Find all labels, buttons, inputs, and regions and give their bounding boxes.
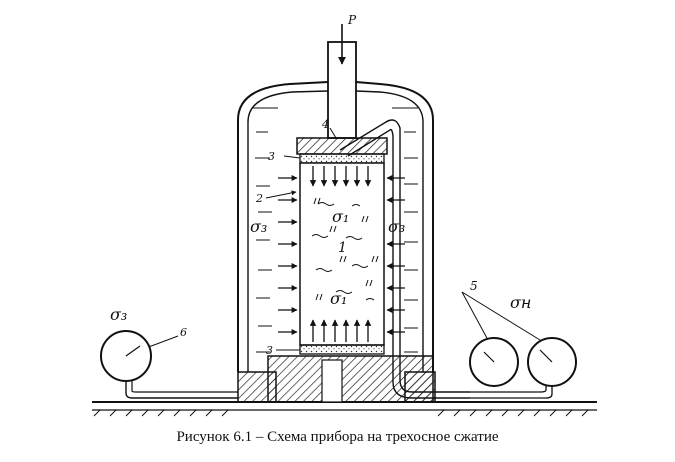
gauge-6-label: 6 [180, 326, 187, 339]
base-plate [92, 401, 597, 417]
porous-stone-bottom [299, 344, 385, 355]
sample-label: 1 [338, 240, 347, 256]
porous-stone-top-label: 3 [268, 150, 275, 163]
chamber-fluid [252, 107, 418, 353]
sigma3-left-label: σ₃ [250, 217, 267, 236]
gauge-piping-right [470, 386, 553, 399]
pressure-gauge-right-2 [527, 337, 577, 387]
pressure-gauge-right-1 [469, 337, 519, 387]
soil-sample [299, 162, 385, 346]
porous-stone-top [299, 153, 385, 164]
force-label: P [347, 13, 357, 27]
sigma1-bottom-label: σ₁ [330, 289, 347, 308]
pressure-chamber [237, 81, 434, 372]
sigma1-top-label: σ₁ [332, 207, 349, 226]
sigma3-arrows-left [278, 175, 298, 335]
leader-lines [145, 127, 541, 351]
sigma1-arrows-top [309, 166, 372, 187]
pedestal [237, 355, 436, 403]
figure-caption: Рисунок 6.1 – Схема прибора на трехосное… [176, 429, 499, 445]
sigma-n-label: σн [510, 293, 531, 312]
pressure-gauge-left [100, 330, 238, 399]
loading-piston [327, 24, 357, 139]
drain-tube [339, 119, 470, 399]
porous-stone-bottom-label: 3 [266, 344, 273, 357]
triaxial-apparatus-diagram: P 4 3 2 1 3 σ₁ σ₁ σ₃ σ₃ σ₃ 6 5 σн [92, 13, 597, 417]
soil-texture [311, 197, 379, 301]
top-piston-label: 4 [321, 118, 329, 131]
sigma1-arrows-bottom [309, 319, 372, 342]
sigma3-right-label: σ₃ [388, 217, 405, 236]
membrane-label: 2 [255, 192, 263, 205]
sigma3-arrows-right [386, 175, 405, 335]
sigma3-gauge-label: σ₃ [110, 305, 127, 324]
gauges-5-label: 5 [470, 279, 478, 293]
